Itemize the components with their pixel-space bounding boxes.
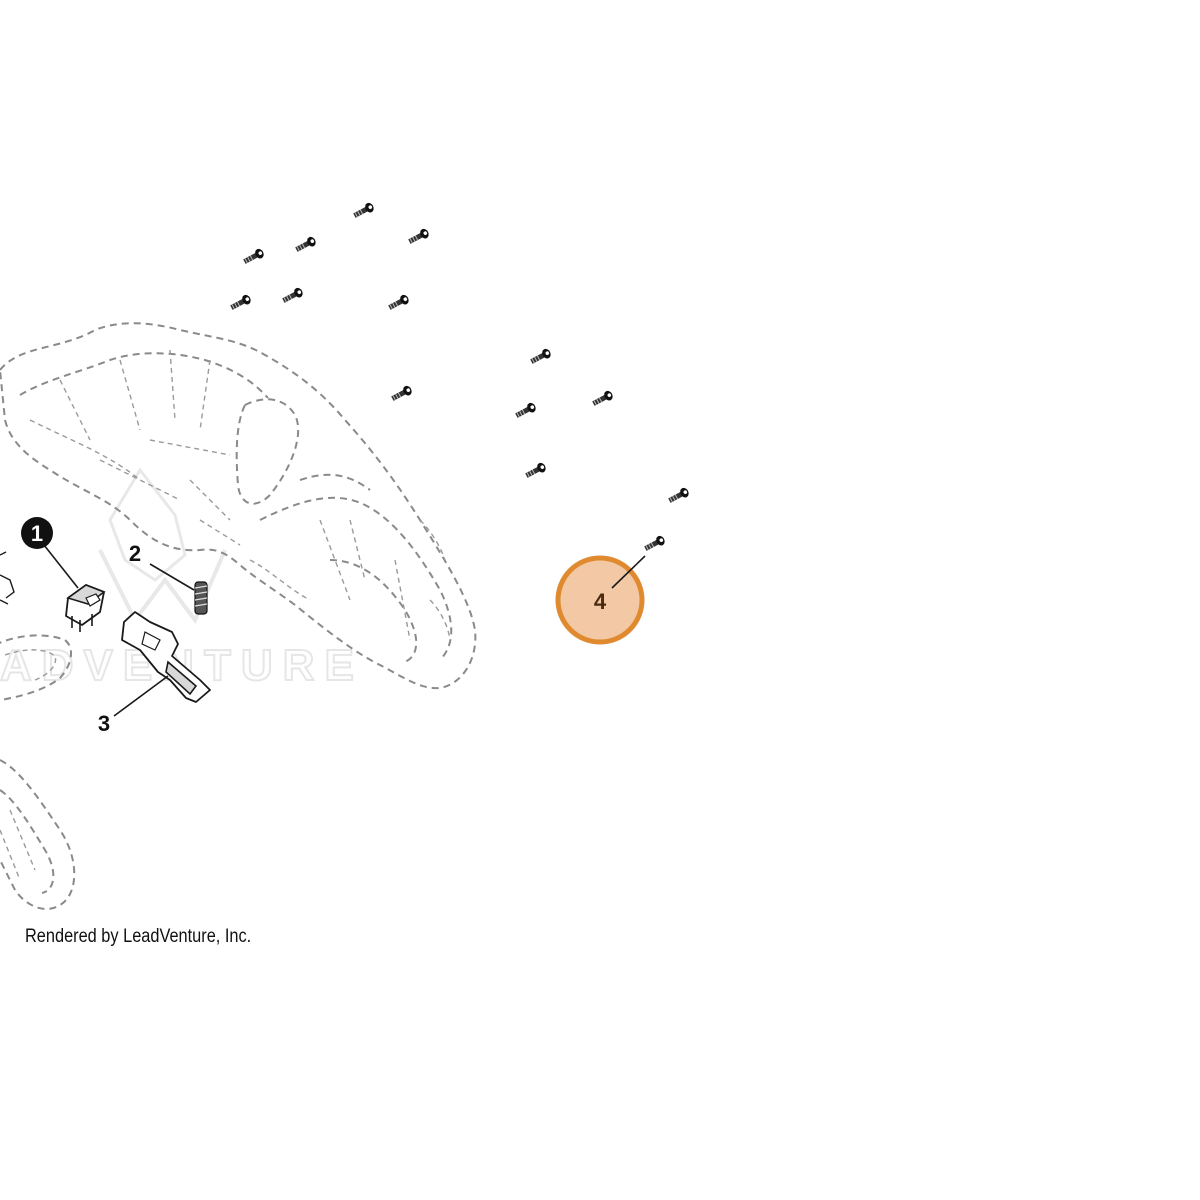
edge-clip-fragment <box>0 551 15 605</box>
screw <box>391 385 412 401</box>
callout-1-circle[interactable] <box>21 517 53 549</box>
callout-2-leader <box>149 563 195 591</box>
screw-group <box>230 202 689 551</box>
screw <box>592 390 613 406</box>
callout-1-leader <box>43 544 79 589</box>
spring-part <box>194 581 208 615</box>
screw <box>388 294 409 310</box>
screw <box>243 248 264 264</box>
screw <box>353 202 374 218</box>
callout-3-leader <box>113 675 169 717</box>
watermark-logo: ADVENTURE <box>0 467 355 691</box>
screw <box>644 535 665 551</box>
housing-outline <box>0 322 477 690</box>
screw <box>515 402 536 418</box>
screw <box>408 228 429 244</box>
screw <box>295 236 316 252</box>
callout-4-leader <box>611 555 646 589</box>
callout-3-number[interactable]: 3 <box>98 711 110 736</box>
screw <box>525 462 546 478</box>
render-credit: Rendered by LeadVenture, Inc. <box>25 926 252 947</box>
trigger-part <box>121 611 211 703</box>
lower-pad-outline <box>0 634 72 701</box>
screw <box>668 487 689 503</box>
screw <box>282 287 303 303</box>
lower-housing-outline <box>0 759 76 910</box>
screw <box>530 348 551 364</box>
callout-1-number: 1 <box>31 521 43 546</box>
callout-4-number: 4 <box>594 589 607 614</box>
switch-part <box>65 584 106 632</box>
screw <box>230 294 251 310</box>
callout-2-number[interactable]: 2 <box>129 541 141 566</box>
